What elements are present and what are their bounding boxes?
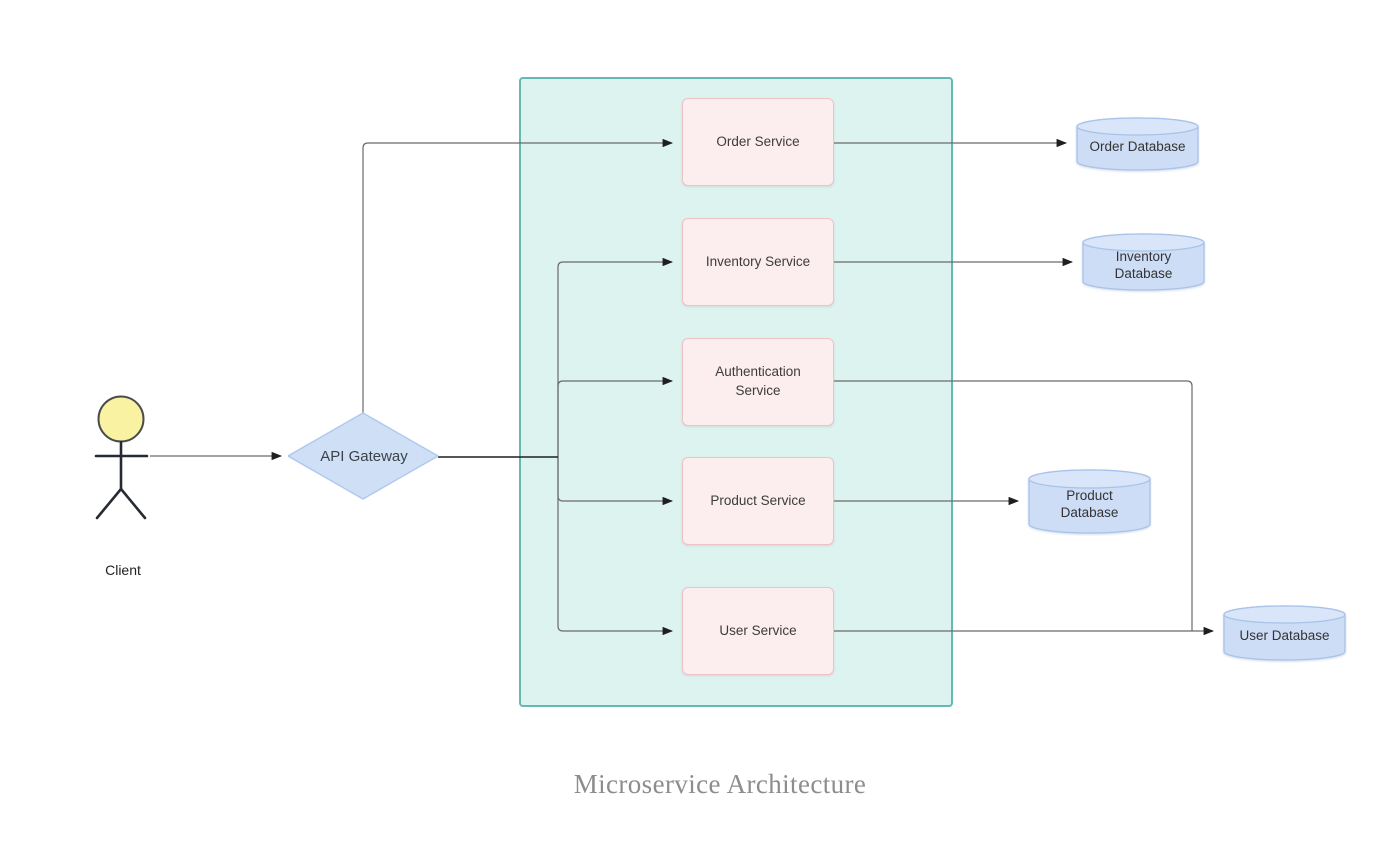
database-label: User Database [1239, 628, 1330, 644]
database-label: Product Database [1060, 488, 1119, 520]
database-node-user: User Database [1223, 605, 1346, 661]
service-node-order: Order Service [682, 98, 834, 186]
database-node-order: Order Database [1076, 117, 1199, 171]
service-label: Inventory Service [705, 253, 811, 269]
cylinder-shape [1223, 605, 1346, 661]
cylinder-shape [1082, 233, 1205, 291]
database-node-product: Product Database [1028, 469, 1151, 534]
diagram-title: Microservice Architecture [573, 769, 867, 799]
service-label: Order Service [716, 133, 800, 149]
service-label: User Service [719, 622, 797, 638]
service-label: Authentication Service [715, 364, 801, 398]
client-actor [88, 392, 158, 524]
cylinder-shape [1028, 469, 1151, 534]
service-label: Product Service [710, 492, 806, 508]
database-label: Inventory Database [1114, 248, 1173, 281]
database-node-inventory: Inventory Database [1082, 233, 1205, 291]
client-label: Client [105, 562, 141, 578]
cylinder-shape [1076, 117, 1199, 171]
stick-figure-icon [94, 395, 149, 520]
api-gateway-label: API Gateway [320, 447, 408, 465]
service-node-inventory: Inventory Service [682, 218, 834, 306]
service-node-product: Product Service [682, 457, 834, 545]
database-label: Order Database [1089, 139, 1186, 155]
service-node-user: User Service [682, 587, 834, 675]
api-gateway-node: API Gateway [288, 410, 440, 502]
decision-diamond-shape [288, 412, 439, 500]
service-node-authentication: Authentication Service [682, 338, 834, 426]
